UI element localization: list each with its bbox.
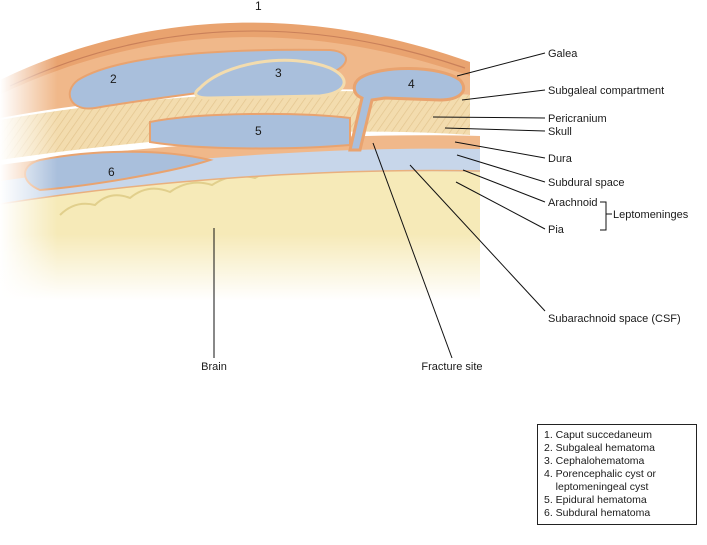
subgaleal-compartment-label: Subgaleal compartment [548,85,664,97]
legend-item: leptomeningeal cyst [544,481,649,493]
legend-box: 1. Caput succedaneum 2. Subgaleal hemato… [537,424,697,525]
dura-leader [454,141,546,159]
subarachnoid-space-label: Subarachnoid space (CSF) [548,313,681,325]
case-number: 5 [255,124,262,138]
subdural-leader [456,154,546,183]
case-number: 2 [110,72,117,86]
pia-label: Pia [548,224,565,236]
legend-item: 5. Epidural hematoma [544,494,647,506]
subgaleal-leader [461,89,546,101]
leptomeninges-bracket [600,201,612,231]
legend-item: 4. Porencephalic cyst or [544,468,657,480]
epidural-hematoma [149,112,351,150]
csf-leader [409,164,546,312]
leptomeninges-label: Leptomeninges [613,209,689,221]
dura-label: Dura [548,153,573,165]
galea-label: Galea [548,48,578,60]
legend-item: 3. Cephalohematoma [544,455,645,467]
case-number: 6 [108,165,115,179]
skull-label: Skull [548,126,572,138]
legend-item: 6. Subdural hematoma [544,507,651,519]
pia-leader [455,181,546,230]
brain-label: Brain [201,361,227,373]
legend-item: 1. Caput succedaneum [544,429,652,441]
galea-leader [456,52,546,77]
arachnoid-leader [462,169,546,203]
fracture-leader [372,142,453,359]
case-number: 4 [408,77,415,91]
skull-leader [444,127,546,132]
fracture-site-label: Fracture site [421,361,482,373]
case-number: 1 [255,0,262,13]
case-number: 3 [275,66,282,80]
subdural-space-label: Subdural space [548,177,624,189]
pericranium-label: Pericranium [548,113,607,125]
legend-item: 2. Subgaleal hematoma [544,442,655,454]
arachnoid-label: Arachnoid [548,197,598,209]
pericranium-leader [432,116,546,119]
